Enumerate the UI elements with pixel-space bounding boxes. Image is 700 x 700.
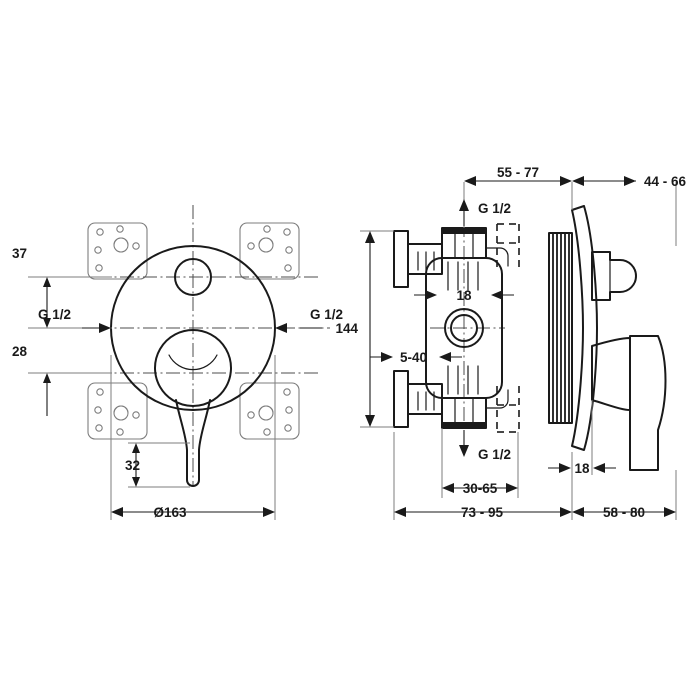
dim-group-18-plate: 18: [548, 400, 616, 476]
dim-label-37: 37: [12, 246, 27, 261]
side-view-centerlines: [430, 200, 505, 455]
dim-label-44-66: 44 - 66: [644, 174, 687, 189]
escutcheon-plate: [571, 205, 598, 451]
dim-label-73-95: 73 - 95: [461, 505, 504, 520]
dim-group-18-body: 18: [414, 288, 514, 303]
bracket-bottom-right: [239, 382, 300, 440]
diverter-button: [174, 258, 212, 296]
front-view-dimensions: 37 28 G 1/2 G 1/2: [12, 246, 343, 520]
dim-label-144: 144: [335, 321, 358, 336]
lever-handle-side: [591, 335, 667, 471]
lever-handle: [154, 329, 232, 487]
port-label-right: G 1/2: [310, 307, 343, 322]
front-view-group: 37 28 G 1/2 G 1/2: [12, 205, 343, 520]
dim-label-18-body: 18: [456, 288, 472, 303]
side-view-dimensions: 55 - 77 44 - 66 G 1/2 G 1/2: [335, 165, 687, 520]
dim-label-55-77: 55 - 77: [497, 165, 539, 180]
dim-label-30-65: 30-65: [463, 481, 498, 496]
dim-group-5-40: 5-40: [370, 350, 462, 365]
threaded-collar: [548, 232, 573, 424]
diverter-knob: [591, 251, 637, 301]
side-port-arrow-bottom: [459, 430, 469, 457]
dim-label-diameter: Ø163: [153, 505, 187, 520]
dim-label-18-plate: 18: [574, 461, 590, 476]
port-arrow-left: [82, 323, 111, 333]
bracket-top-left: [87, 222, 148, 280]
mounting-brackets: [87, 222, 300, 440]
port-arrow-right: [275, 323, 322, 333]
side-port-label-top: G 1/2: [478, 201, 511, 216]
lower-inlet-pipe: [393, 370, 443, 428]
side-view-group: 55 - 77 44 - 66 G 1/2 G 1/2: [335, 165, 687, 520]
dim-label-58-80: 58 - 80: [603, 505, 645, 520]
side-port-label-bottom: G 1/2: [478, 447, 511, 462]
side-port-arrow-top: [459, 199, 469, 226]
port-label-left: G 1/2: [38, 307, 71, 322]
valve-body: [425, 227, 509, 429]
dim-label-5-40: 5-40: [400, 350, 427, 365]
bracket-bottom-left: [87, 382, 148, 440]
dim-label-32: 32: [125, 458, 140, 473]
dim-label-28: 28: [12, 344, 28, 359]
bracket-top-right: [239, 222, 300, 280]
